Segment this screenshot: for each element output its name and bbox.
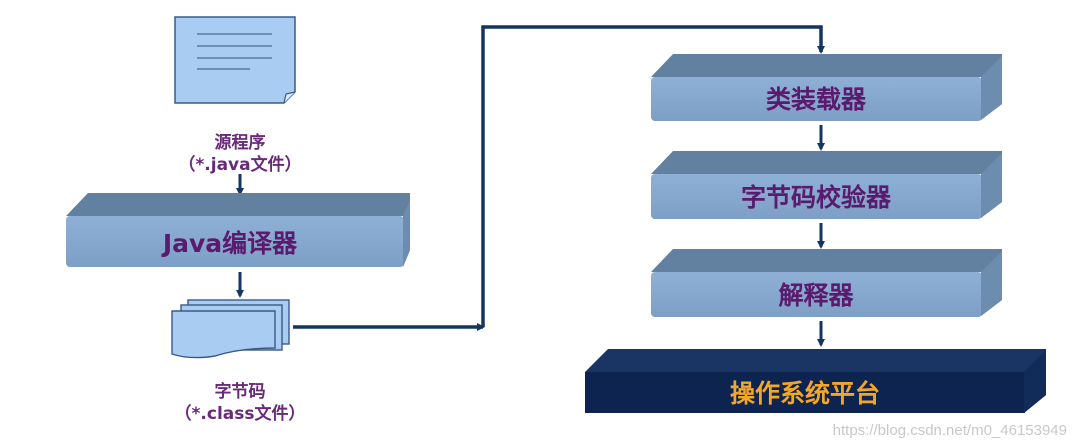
compiler-label: Java编译器: [161, 229, 298, 258]
interpreter-box: [651, 249, 1002, 317]
compiler-box: [66, 193, 410, 267]
class-loader-box: [651, 54, 1002, 121]
os-platform-box: [585, 349, 1046, 413]
source-file-icon: [174, 16, 296, 104]
watermark: https://blog.csdn.net/m0_46153949: [833, 422, 1067, 439]
bytecode-verifier-label: 字节码校验器: [741, 183, 892, 212]
source-ext-label: （*.java文件）: [178, 154, 301, 175]
os-platform-label: 操作系统平台: [730, 379, 880, 408]
bytecode-verifier-box: [651, 151, 1002, 219]
bytecode-label: 字节码: [215, 381, 266, 402]
class-loader-label: 类装载器: [766, 85, 867, 114]
source-label: 源程序: [215, 132, 266, 153]
bytecode-ext-label: （*.class文件）: [175, 403, 306, 424]
connector-line: [481, 25, 825, 327]
interpreter-label: 解释器: [778, 281, 854, 310]
class-files-icon: [171, 299, 290, 359]
